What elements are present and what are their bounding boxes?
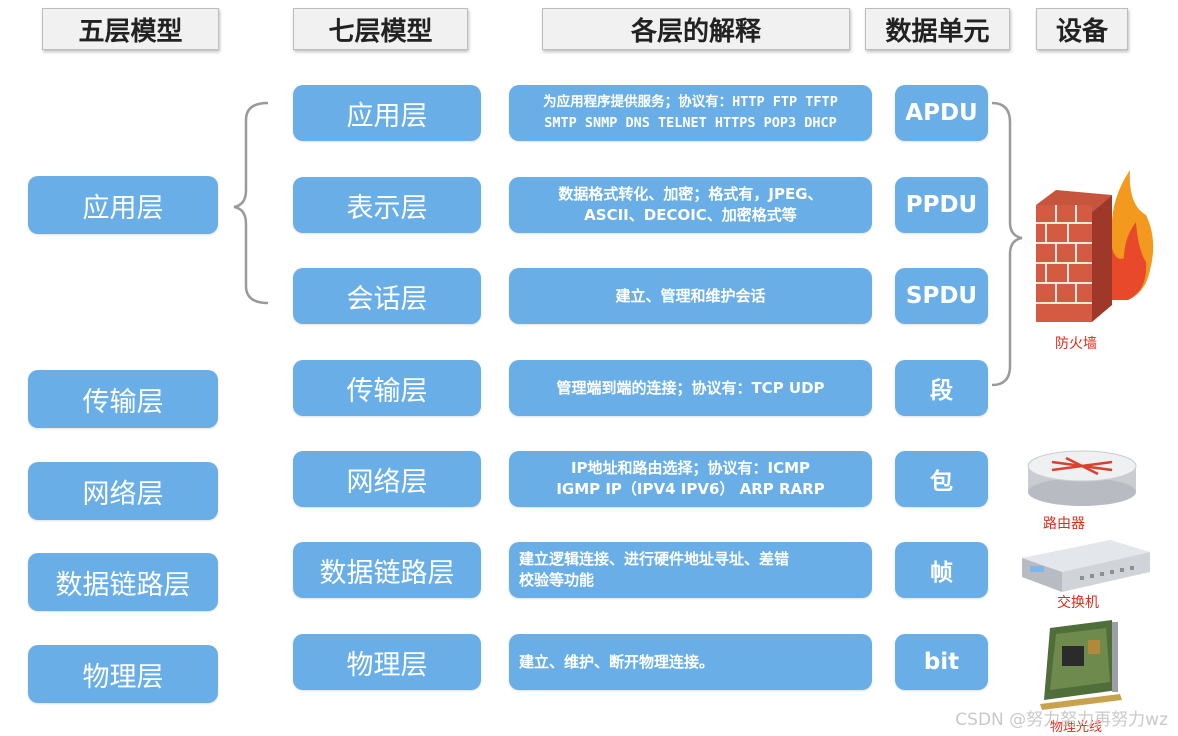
unit-segment: 段 [895,360,988,416]
unit-apdu: APDU [895,85,988,141]
device-label-nic: 物理光线 [1049,720,1102,735]
device-label-switch: 交换机 [1057,595,1099,611]
seven-layer-physical: 物理层 [293,634,481,690]
switch-icon [1022,540,1150,592]
device-label-firewall: 防火墙 [1055,336,1097,352]
seven-layer-network: 网络层 [293,451,481,507]
desc-physical: 建立、维护、断开物理连接。 [509,634,872,690]
seven-layer-session: 会话层 [293,268,481,324]
desc-network: IP地址和路由选择；协议有：ICMP IGMP IP（IPV4 IPV6） AR… [509,451,872,507]
desc-session: 建立、管理和维护会话 [509,268,872,324]
unit-ppdu: PPDU [895,177,988,233]
firewall-icon [1036,170,1154,322]
seven-layer-presentation: 表示层 [293,177,481,233]
unit-frame: 帧 [895,542,988,598]
seven-layer-application: 应用层 [293,85,481,141]
five-layer-physical: 物理层 [28,645,218,703]
left-brace [233,101,269,305]
unit-spdu: SPDU [895,268,988,324]
desc-transport: 管理端到端的连接；协议有：TCP UDP [509,360,872,416]
device-label-router: 路由器 [1043,516,1085,532]
five-layer-datalink: 数据链路层 [28,553,218,611]
header-explain: 各层的解释 [542,8,850,50]
header-unit: 数据单元 [865,8,1010,50]
five-layer-application: 应用层 [28,176,218,234]
header-seven-layer: 七层模型 [293,8,468,50]
unit-packet: 包 [895,451,988,507]
unit-bit: bit [895,634,988,690]
header-five-layer: 五层模型 [42,8,219,50]
five-layer-network: 网络层 [28,462,218,520]
header-device: 设备 [1036,8,1128,50]
network-card-icon [1040,620,1122,710]
desc-presentation: 数据格式转化、加密；格式有，JPEG、 ASCII、DECOIC、加密格式等 [509,177,872,233]
router-icon [1027,450,1137,506]
right-brace [991,101,1023,387]
seven-layer-transport: 传输层 [293,360,481,416]
watermark: CSDN @努力努力再努力wz [955,710,1168,730]
desc-datalink: 建立逻辑连接、进行硬件地址寻址、差错 校验等功能 [509,542,872,598]
five-layer-transport: 传输层 [28,370,218,428]
desc-application: 为应用程序提供服务；协议有：HTTP FTP TFTP SMTP SNMP DN… [509,85,872,141]
seven-layer-datalink: 数据链路层 [293,542,481,598]
